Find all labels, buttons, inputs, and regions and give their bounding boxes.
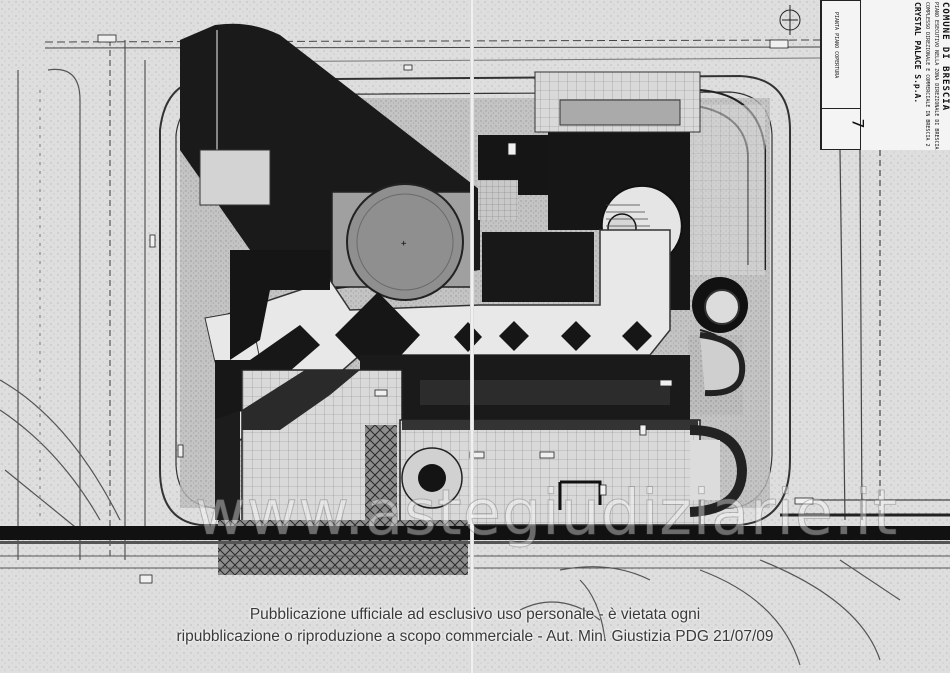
lower-dark-strip xyxy=(402,420,698,430)
title-block: COMUNE DI BRESCIA PIANO ESECUTIVO NELLA … xyxy=(820,0,950,150)
lower-right-loop xyxy=(689,425,748,517)
company-name: CRYSTAL PALACE S.p.A. xyxy=(913,2,922,104)
north-arrow-icon xyxy=(779,5,801,35)
right-top-inner xyxy=(559,99,681,126)
dome xyxy=(346,183,464,301)
notice-line-2: ripubblicazione o riproduzione a scopo c… xyxy=(176,628,774,645)
kiosk xyxy=(558,480,602,510)
lower-right-fill xyxy=(690,440,720,500)
dome-mark: + xyxy=(401,239,407,249)
street-lines xyxy=(0,555,950,569)
hatched-column xyxy=(365,425,397,525)
project-line-1: PIANO ESECUTIVO NELLA ZONA DIREZIONALE D… xyxy=(933,2,939,150)
street-band-2 xyxy=(0,541,950,544)
lower-curves xyxy=(519,559,901,666)
lower-rotunda-inner xyxy=(418,464,446,492)
watermark: www.astegiudiziarie.it xyxy=(195,476,899,550)
upper-left-wing xyxy=(199,149,271,206)
sheet-number: 7 xyxy=(848,118,868,129)
left-black-wall xyxy=(230,250,330,360)
sheet-title: PIANTA PIANO COPERTURA xyxy=(833,12,839,79)
center-right-block xyxy=(482,232,594,302)
project-line-2: COMPLESSO DIREZIONALE E COMMERCIALE IN B… xyxy=(924,2,930,147)
page-fold xyxy=(470,0,474,673)
diamond-large xyxy=(335,292,420,380)
left-roads xyxy=(0,40,146,560)
plan-labels xyxy=(97,34,814,584)
notice-line-1: Pubblicazione ufficiale ad esclusivo uso… xyxy=(249,606,701,623)
center-left-blocks xyxy=(478,180,518,220)
title-block-cell-number xyxy=(821,108,861,150)
left-lower-wall xyxy=(215,410,240,520)
right-road xyxy=(780,149,950,521)
street-band xyxy=(0,526,950,540)
comune-label: COMUNE DI BRESCIA xyxy=(940,2,950,112)
right-loop-ramp xyxy=(699,332,746,397)
title-block-text: COMUNE DI BRESCIA PIANO ESECUTIVO NELLA … xyxy=(913,2,950,150)
diamond-3 xyxy=(622,321,652,351)
diamond-2 xyxy=(561,321,591,351)
diamond-1 xyxy=(499,321,529,351)
plaza-roof xyxy=(242,370,360,430)
diamond-mid xyxy=(454,322,482,352)
right-strip xyxy=(690,105,765,275)
lower-band-light xyxy=(420,380,670,405)
right-circle-inner xyxy=(704,289,740,325)
publication-notice: Pubblicazione ufficiale ad esclusivo uso… xyxy=(0,604,950,648)
